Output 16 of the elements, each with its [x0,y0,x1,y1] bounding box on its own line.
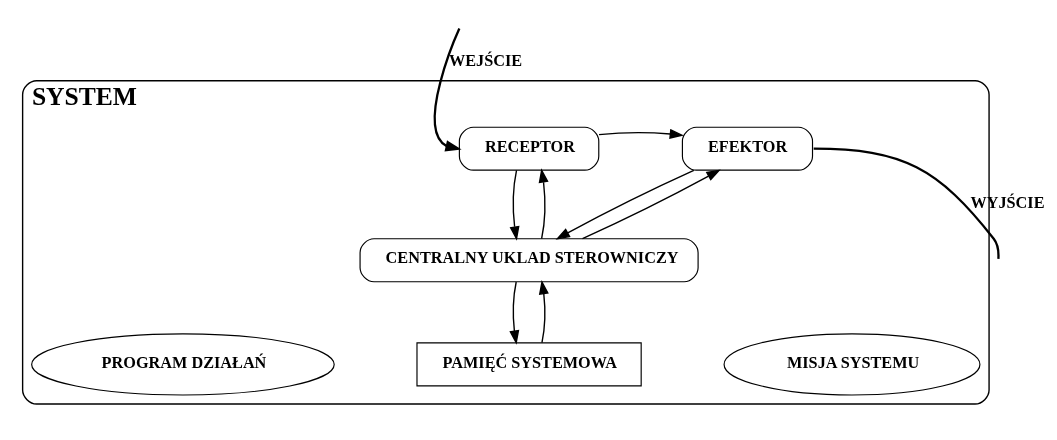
node-ellipse: MISJA SYSTEMU [723,332,981,396]
arrow [509,169,520,241]
node-box: RECEPTOR [458,126,600,171]
arrow [598,128,685,139]
node-box: PAMIĘĆ SYSTEMOWA [416,341,642,386]
arrow [538,167,549,239]
node-box: EFEKTOR [681,126,814,171]
arrow [509,280,520,345]
arrow [433,27,462,151]
edge-label: WEJŚCIE [448,51,523,70]
node-box: CENTRALNY UKLAD STEROWNICZY [359,237,699,282]
arrow [581,168,721,239]
connector [813,147,1000,259]
node-ellipse: PROGRAM DZIAŁAŃ [31,332,335,396]
arrow [538,279,549,343]
arrow [555,169,695,240]
